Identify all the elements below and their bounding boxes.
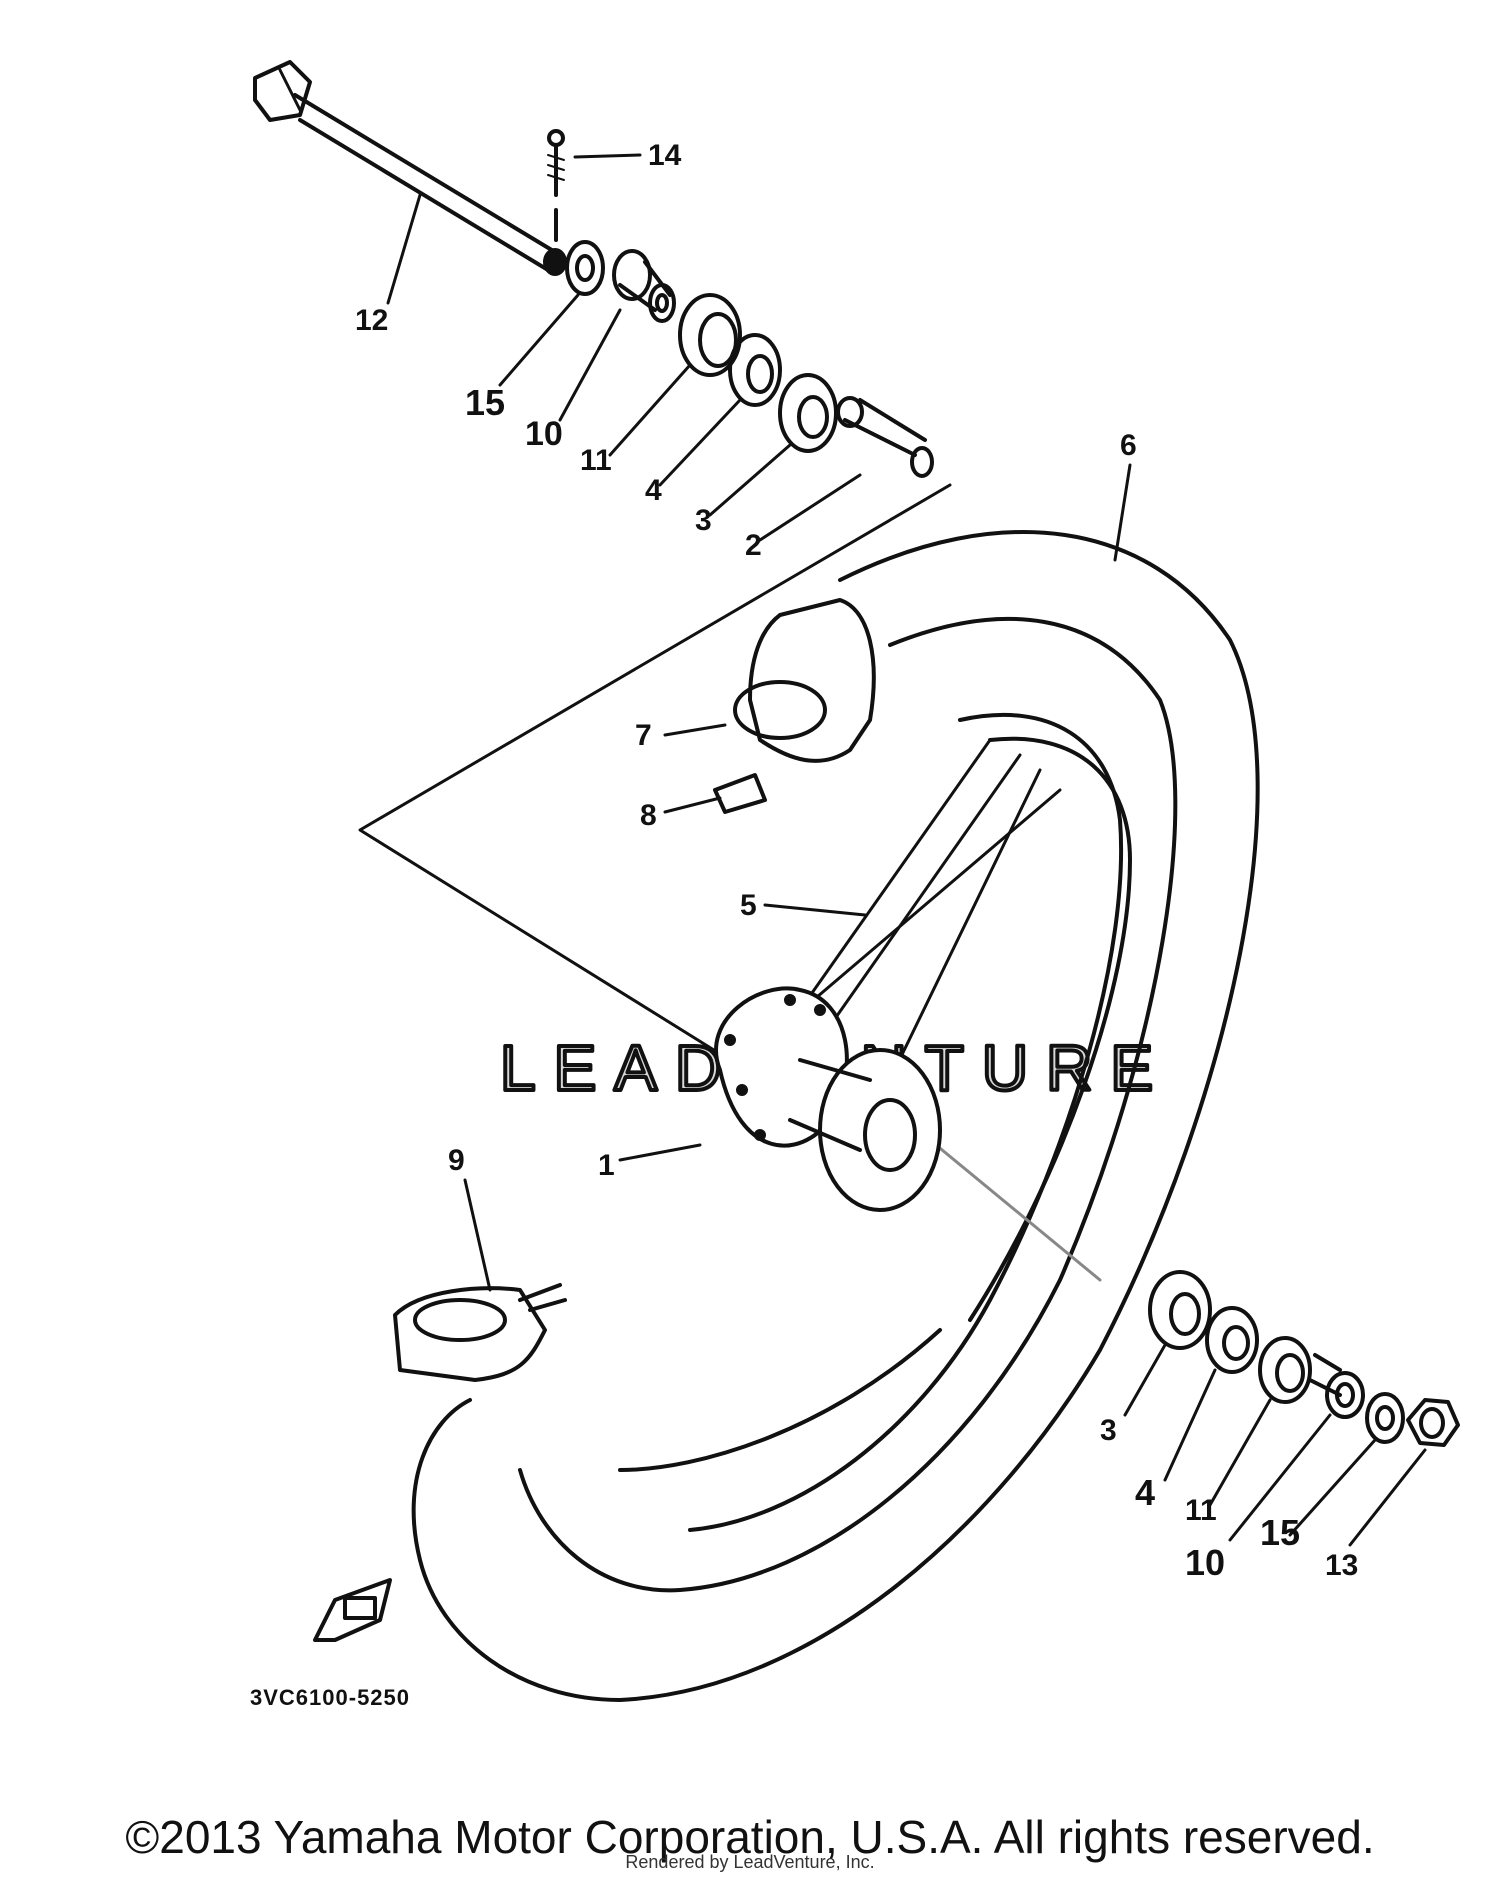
front-wheel-exploded-view: LEADVENTURE	[250, 60, 1460, 1710]
callout-11-lower: 11	[1185, 1494, 1217, 1527]
bearing-part-3-upper	[778, 373, 838, 453]
rendered-by-note: Rendered by LeadVenture, Inc.	[625, 1852, 875, 1872]
callout-15-upper: 15	[465, 382, 505, 423]
rim-band-part-7	[733, 598, 876, 763]
bolt-part-14	[547, 129, 565, 242]
callout-6: 6	[1120, 429, 1137, 462]
callout-15-lower: 15	[1260, 1512, 1300, 1553]
callout-3-upper: 3	[695, 504, 712, 537]
callout-13: 13	[1325, 1549, 1358, 1582]
collar-part-10-lower	[1308, 1353, 1365, 1419]
callout-8: 8	[640, 799, 657, 832]
collar-part-10-upper	[612, 249, 676, 323]
tire-part-6	[411, 530, 1260, 1702]
callout-14: 14	[648, 139, 682, 172]
valve-part-8	[713, 773, 767, 814]
callout-12: 12	[355, 304, 388, 337]
callout-11-upper: 11	[580, 444, 612, 477]
direction-symbol-icon	[313, 1578, 392, 1642]
nut-part-13	[1406, 1398, 1460, 1447]
callout-2: 2	[745, 529, 762, 562]
callout-5: 5	[740, 889, 757, 922]
axle-part-12	[253, 60, 567, 276]
oil-seal-part-11-lower	[1258, 1336, 1312, 1404]
bearing-part-4-upper	[728, 333, 782, 407]
assembly-outline	[358, 483, 952, 1062]
callout-labels: 12 14 15 10 11 4 3 2 6 7 8 5 1 9 3 4 11 …	[250, 139, 1358, 1710]
callout-4-upper: 4	[645, 474, 662, 507]
callout-10-lower: 10	[1185, 1542, 1225, 1583]
copyright-notice: ©2013 Yamaha Motor Corporation, U.S.A. A…	[125, 1811, 1375, 1863]
callout-9: 9	[448, 1144, 465, 1177]
washer-part-15-upper	[565, 240, 605, 296]
hub-part-1	[714, 986, 942, 1212]
leader-lines	[386, 153, 1427, 1547]
callout-4-lower: 4	[1135, 1472, 1155, 1513]
callout-7: 7	[635, 719, 652, 752]
bearing-part-3-lower	[1148, 1270, 1212, 1350]
bearing-part-4-lower	[1205, 1306, 1259, 1374]
washer-part-15-lower	[1365, 1392, 1405, 1444]
callout-1: 1	[598, 1149, 615, 1182]
oil-seal-part-11-upper	[678, 293, 742, 377]
callout-10-upper: 10	[525, 415, 563, 453]
callout-3-lower: 3	[1100, 1414, 1117, 1447]
spokes-part-5	[788, 738, 1102, 1282]
spacer-part-2	[836, 396, 934, 478]
fender-part-9	[393, 1283, 567, 1382]
diagram-code: 3VC6100-5250	[250, 1685, 410, 1710]
